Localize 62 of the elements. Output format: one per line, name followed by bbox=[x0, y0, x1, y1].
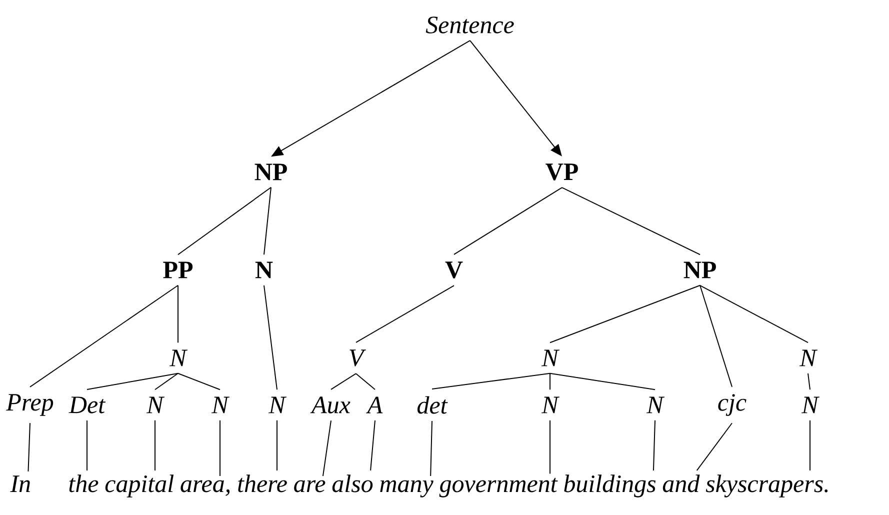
category-label: cjc bbox=[718, 394, 746, 416]
word: there bbox=[238, 474, 287, 492]
category-label: det bbox=[417, 396, 448, 414]
word: skyscrapers. bbox=[706, 474, 828, 498]
word: also bbox=[332, 474, 373, 492]
tree-line bbox=[550, 284, 700, 344]
word: many bbox=[380, 480, 434, 498]
word: area, bbox=[180, 480, 230, 496]
word: and bbox=[662, 474, 700, 492]
tree-line bbox=[264, 186, 272, 256]
category-label: N bbox=[541, 396, 560, 414]
tree-line bbox=[356, 373, 376, 390]
tree-line bbox=[86, 420, 88, 471]
category-label: N bbox=[146, 396, 164, 414]
tree-line bbox=[370, 420, 376, 471]
category-label: Prep bbox=[6, 394, 54, 416]
tree-line bbox=[154, 420, 156, 471]
word: the bbox=[69, 474, 98, 492]
tree-line bbox=[696, 422, 732, 471]
tree-line bbox=[652, 420, 656, 471]
tree-line bbox=[430, 420, 432, 477]
tree-line bbox=[28, 422, 30, 472]
category-label: N bbox=[268, 396, 286, 414]
tree-line bbox=[154, 372, 178, 390]
category-label: N bbox=[169, 350, 188, 366]
phrase-label: V bbox=[445, 262, 463, 278]
category-label: Det bbox=[68, 396, 106, 414]
category-label: A bbox=[366, 396, 383, 414]
tree-line bbox=[700, 284, 732, 388]
phrase-label: NP bbox=[254, 164, 287, 180]
phrase-label: N bbox=[255, 262, 273, 278]
tree-line bbox=[808, 372, 810, 390]
tree-line bbox=[86, 372, 178, 390]
category-label: N bbox=[801, 396, 820, 414]
tree-line bbox=[330, 373, 356, 390]
tree-line bbox=[30, 284, 178, 388]
category-label: V bbox=[350, 350, 366, 366]
tree-line bbox=[264, 284, 278, 390]
category-label: N bbox=[541, 350, 560, 366]
root-label: Sentence bbox=[426, 16, 514, 34]
phrase-label: VP bbox=[546, 164, 578, 180]
tree-line bbox=[356, 285, 454, 343]
tree-line bbox=[432, 372, 550, 390]
tree-line bbox=[276, 420, 278, 471]
category-label: N bbox=[799, 350, 818, 366]
phrase-label: PP bbox=[163, 262, 193, 278]
phrase-label: NP bbox=[684, 262, 716, 278]
word: government bbox=[439, 478, 558, 498]
category-label: N bbox=[646, 396, 664, 414]
tree-line bbox=[454, 187, 562, 255]
tree-line bbox=[178, 186, 272, 256]
category-label: Aux bbox=[310, 396, 350, 414]
tree-line bbox=[178, 372, 220, 390]
word: buildings bbox=[564, 474, 656, 498]
word: capital bbox=[105, 474, 174, 498]
tree-line bbox=[550, 372, 656, 390]
tree-line bbox=[700, 284, 808, 344]
word: In bbox=[10, 476, 30, 492]
tree-line bbox=[562, 187, 700, 256]
category-label: N bbox=[211, 396, 230, 414]
word: are bbox=[294, 480, 326, 492]
tree-line bbox=[322, 420, 332, 477]
